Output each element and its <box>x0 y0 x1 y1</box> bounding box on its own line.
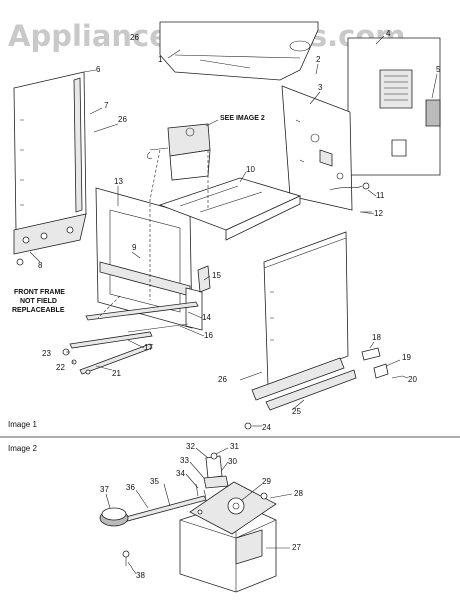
callout-33: 33 <box>180 456 189 465</box>
callout-10: 10 <box>246 165 255 174</box>
bracket <box>197 265 211 293</box>
callout-4: 4 <box>386 29 391 38</box>
drawer-rail <box>85 301 199 333</box>
callout-34: 34 <box>176 469 185 478</box>
callout-21: 21 <box>112 369 121 378</box>
callout-26-right: 26 <box>218 375 227 384</box>
callout-27: 27 <box>292 543 301 552</box>
callout-16: 16 <box>204 331 213 340</box>
callout-7: 7 <box>104 101 109 110</box>
control-knob <box>99 507 129 527</box>
see-image-2-note: SEE IMAGE 2 <box>220 115 265 122</box>
left-side-panel <box>13 71 87 266</box>
callout-22: 22 <box>56 363 65 372</box>
callout-37: 37 <box>100 485 109 494</box>
callout-15: 15 <box>212 271 221 280</box>
callout-19: 19 <box>402 353 411 362</box>
callout-18: 18 <box>372 333 381 342</box>
callout-30: 30 <box>228 457 237 466</box>
image2-title: Image 2 <box>8 444 37 453</box>
callout-32: 32 <box>186 442 195 451</box>
callout-36: 36 <box>126 483 135 492</box>
bottom-tray <box>158 177 302 241</box>
callout-9: 9 <box>132 243 137 252</box>
front-frame-note-line3: REPLACEABLE <box>12 307 65 314</box>
right-side-panel <box>251 231 349 401</box>
callout-14: 14 <box>202 313 211 322</box>
levelling-leg <box>244 422 252 430</box>
callout-25: 25 <box>292 407 301 416</box>
callout-20: 20 <box>408 375 417 384</box>
inner-back-panel <box>281 85 353 211</box>
oven-element-assembly <box>147 123 211 181</box>
element-enclosure <box>179 501 277 593</box>
hinge-parts <box>361 347 403 379</box>
callout-2: 2 <box>316 55 321 64</box>
callout-8: 8 <box>38 261 43 270</box>
callout-38: 38 <box>136 571 145 580</box>
callout-6: 6 <box>96 65 101 74</box>
back-panel <box>347 37 441 176</box>
front-frame-note-line1: FRONT FRAME <box>14 289 65 296</box>
leader-lines-image1 <box>29 35 438 427</box>
callout-5: 5 <box>436 65 441 74</box>
callout-26-top: 26 <box>130 33 139 42</box>
image1-title: Image 1 <box>8 420 37 429</box>
callouts-image1: 1 2 3 4 5 6 7 8 9 10 11 12 13 14 15 16 1… <box>38 29 441 432</box>
front-rail <box>265 369 357 411</box>
top-panel <box>159 21 319 81</box>
callout-23: 23 <box>42 349 51 358</box>
callout-31: 31 <box>230 442 239 451</box>
side-trim-strip <box>73 77 83 213</box>
front-frame <box>95 187 203 331</box>
callout-35: 35 <box>150 477 159 486</box>
switch-assembly <box>195 452 229 499</box>
callout-29: 29 <box>262 477 271 486</box>
callout-12: 12 <box>374 209 383 218</box>
mounting-screw <box>122 550 130 566</box>
callout-17: 17 <box>144 343 153 352</box>
leader-lines-image2 <box>105 447 293 575</box>
callout-11: 11 <box>376 191 385 200</box>
callout-13: 13 <box>114 177 123 186</box>
rod-assembly <box>62 331 153 375</box>
callout-3: 3 <box>318 83 323 92</box>
front-frame-note-line2: NOT FIELD <box>20 298 57 305</box>
callout-28: 28 <box>294 489 303 498</box>
mounting-plate <box>189 481 277 535</box>
callouts-image2: 27 28 29 30 31 32 33 34 35 36 37 38 <box>100 442 303 580</box>
callout-1: 1 <box>158 55 163 64</box>
callout-24: 24 <box>262 423 271 432</box>
callout-26-side: 26 <box>118 115 127 124</box>
